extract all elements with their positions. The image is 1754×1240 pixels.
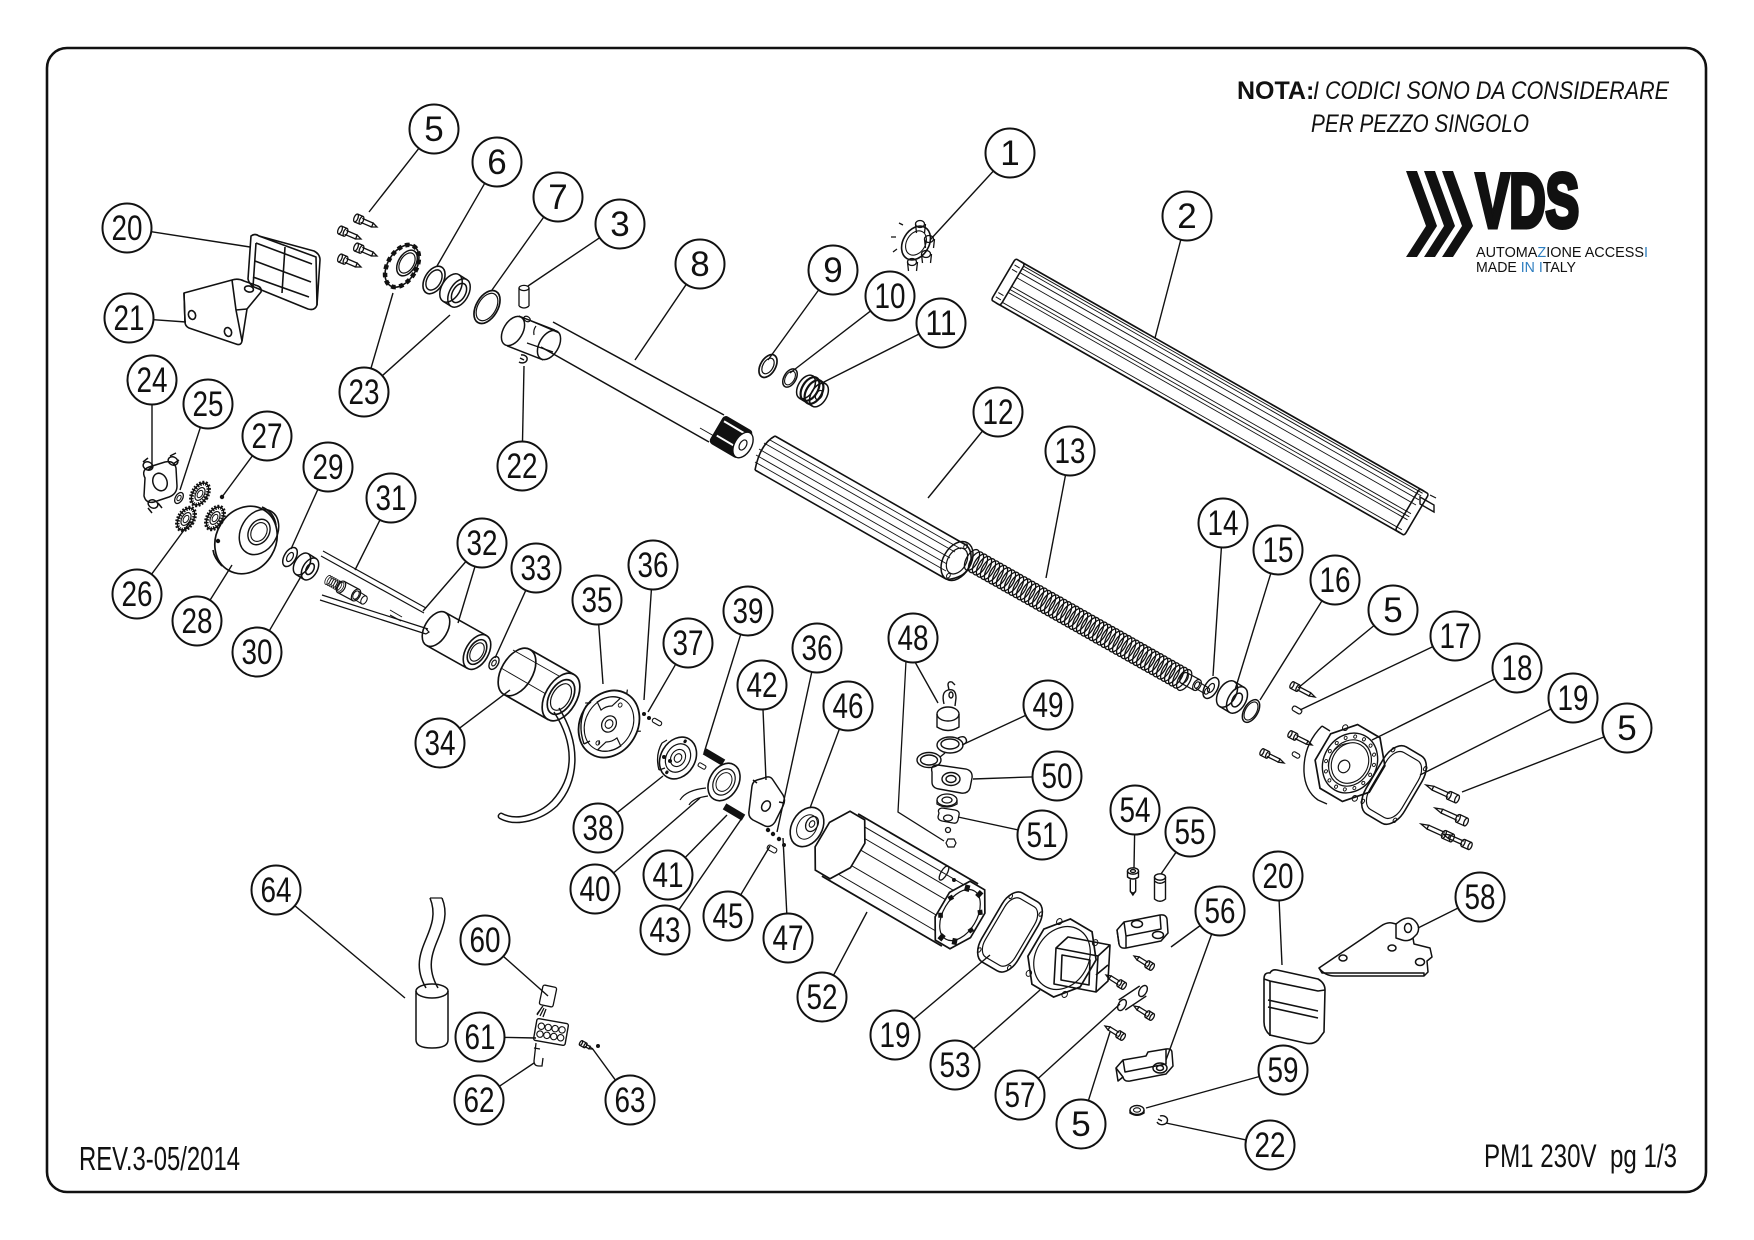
svg-text:41: 41 <box>653 856 684 895</box>
svg-text:9: 9 <box>823 251 842 290</box>
svg-text:REV.3-05/2014: REV.3-05/2014 <box>79 1140 240 1177</box>
svg-text:23: 23 <box>349 373 380 412</box>
svg-text:NOTA:: NOTA: <box>1237 77 1314 105</box>
svg-text:17: 17 <box>1440 617 1471 656</box>
svg-text:I CODICI SONO DA CONSIDERARE: I CODICI SONO DA CONSIDERARE <box>1313 77 1669 105</box>
svg-text:6: 6 <box>487 143 506 182</box>
svg-text:24: 24 <box>137 361 168 400</box>
svg-text:56: 56 <box>1205 892 1236 931</box>
svg-text:29: 29 <box>313 448 344 487</box>
svg-text:13: 13 <box>1055 432 1086 471</box>
svg-text:62: 62 <box>464 1081 495 1120</box>
svg-text:32: 32 <box>467 524 498 563</box>
svg-text:8: 8 <box>690 245 709 284</box>
svg-text:1: 1 <box>1000 134 1019 173</box>
svg-text:PM1 230V pg 1/3: PM1 230V pg 1/3 <box>1484 1138 1677 1174</box>
svg-text:34: 34 <box>425 724 456 763</box>
svg-text:19: 19 <box>1558 679 1589 718</box>
svg-text:11: 11 <box>926 304 957 343</box>
svg-text:25: 25 <box>193 385 224 424</box>
svg-text:57: 57 <box>1005 1076 1036 1115</box>
svg-text:5: 5 <box>1617 709 1636 748</box>
svg-text:59: 59 <box>1268 1051 1299 1090</box>
svg-text:22: 22 <box>507 447 538 486</box>
svg-text:36: 36 <box>638 546 669 585</box>
svg-text:14: 14 <box>1208 504 1239 543</box>
svg-text:26: 26 <box>122 575 153 614</box>
svg-text:30: 30 <box>242 633 273 672</box>
svg-text:21: 21 <box>114 299 145 338</box>
svg-text:58: 58 <box>1465 878 1496 917</box>
svg-text:43: 43 <box>650 911 681 950</box>
svg-text:7: 7 <box>548 178 567 217</box>
svg-text:12: 12 <box>983 393 1014 432</box>
svg-text:15: 15 <box>1263 531 1294 570</box>
svg-text:53: 53 <box>940 1046 971 1085</box>
svg-text:37: 37 <box>673 624 704 663</box>
svg-text:50: 50 <box>1042 757 1073 796</box>
svg-text:42: 42 <box>747 666 778 705</box>
svg-text:19: 19 <box>880 1016 911 1055</box>
svg-text:52: 52 <box>807 978 838 1017</box>
svg-text:2: 2 <box>1177 197 1196 236</box>
svg-text:39: 39 <box>733 592 764 631</box>
svg-text:40: 40 <box>580 870 611 909</box>
svg-text:63: 63 <box>615 1081 646 1120</box>
svg-text:51: 51 <box>1027 816 1058 855</box>
svg-text:20: 20 <box>1263 857 1294 896</box>
svg-text:28: 28 <box>182 602 213 641</box>
svg-text:55: 55 <box>1175 813 1206 852</box>
svg-text:5: 5 <box>1383 591 1402 630</box>
svg-text:22: 22 <box>1255 1126 1286 1165</box>
svg-text:35: 35 <box>582 581 613 620</box>
svg-text:36: 36 <box>802 629 833 668</box>
svg-text:47: 47 <box>773 919 804 958</box>
svg-text:60: 60 <box>470 921 501 960</box>
svg-text:31: 31 <box>376 479 407 518</box>
svg-text:54: 54 <box>1120 791 1151 830</box>
svg-text:20: 20 <box>112 209 143 248</box>
svg-text:5: 5 <box>1071 1105 1090 1144</box>
svg-text:5: 5 <box>424 110 443 149</box>
svg-text:3: 3 <box>610 205 629 244</box>
svg-text:18: 18 <box>1502 649 1533 688</box>
svg-text:38: 38 <box>583 809 614 848</box>
svg-text:46: 46 <box>833 687 864 726</box>
svg-text:61: 61 <box>465 1018 496 1057</box>
svg-text:VDS: VDS <box>1476 159 1579 244</box>
svg-text:33: 33 <box>521 549 552 588</box>
svg-text:48: 48 <box>898 619 929 658</box>
svg-text:64: 64 <box>261 871 292 910</box>
svg-text:49: 49 <box>1033 686 1064 725</box>
svg-text:16: 16 <box>1320 561 1351 600</box>
svg-text:AUTOMAZIONE ACCESSI: AUTOMAZIONE ACCESSI <box>1476 245 1648 261</box>
svg-text:MADE IN ITALY: MADE IN ITALY <box>1476 260 1576 276</box>
svg-text:27: 27 <box>252 417 283 456</box>
svg-text:PER PEZZO SINGOLO: PER PEZZO SINGOLO <box>1311 110 1529 138</box>
svg-text:10: 10 <box>875 277 906 316</box>
svg-text:45: 45 <box>713 897 744 936</box>
